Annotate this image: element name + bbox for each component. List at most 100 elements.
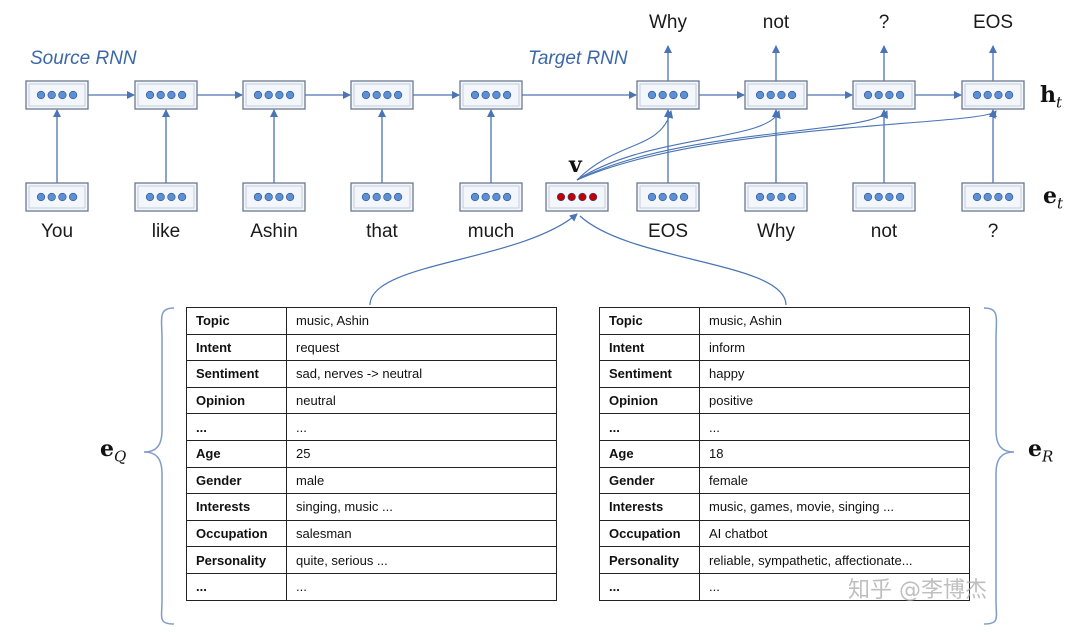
persona-vector-arrow [576,110,888,181]
source-embedding-cell-unit [36,192,46,202]
target-embedding-cell-unit [755,192,765,202]
source-hidden-cell-unit [372,90,381,100]
target-embedding-cell-unit [885,192,894,202]
persona-vector-arrow [576,110,781,181]
target-hidden-cell-unit [972,90,982,100]
table-row: ...... [186,572,557,601]
target-hidden-cell-unit [647,90,657,100]
source-embedding-cell-unit [253,192,263,202]
attribute-name-cell: Age [186,439,287,468]
source-hidden-cell-unit [156,90,165,100]
attribute-value-cell: ... [286,572,557,601]
attribute-value-cell: positive [699,386,970,415]
v-label-text: v [569,152,582,178]
source-hidden-cell-unit [47,90,56,100]
target-hidden-cell-inner [639,83,697,107]
source-embedding-cell-unit [178,192,187,202]
source-hidden-cell-unit [145,90,155,100]
source-embedding-cell-unit [275,192,284,202]
source-word-label: much [467,221,515,242]
attribute-value-cell: 18 [699,439,970,468]
target-output-label: EOS [972,12,1014,33]
attribute-name-cell: Sentiment [186,360,287,388]
source-embedding-cell [350,182,414,212]
target-embedding-cell-unit [863,192,873,202]
watermark: 知乎 @李博杰 [848,578,987,603]
attribute-name-cell: Intent [599,333,700,362]
attribute-value-cell: reliable, sympathetic, affectionate... [699,546,970,574]
source-embedding-cell-unit [361,192,371,202]
target-embedding-cell-unit [983,192,992,202]
target-embedding-cell-unit [972,192,982,202]
e-t-label-sub: t [1057,194,1064,213]
attribute-value-cell: ... [699,572,970,601]
e-q-label-sub: Q [114,447,127,466]
target-hidden-cell-unit [787,90,797,100]
source-embedding-cell-inner [28,185,86,209]
source-embedding-cell-inner [462,185,520,209]
attribute-value-cell: quite, serious ... [286,546,557,574]
target-embedding-cell-inner [639,185,697,209]
attribute-name-cell: Opinion [186,386,287,415]
source-embedding-cell-unit [481,192,490,202]
target-embedding-cell [744,182,808,212]
e-q-label-text: e [100,436,114,462]
source-embedding-cell-inner [353,185,411,209]
source-embedding-cell-unit [47,192,56,202]
response-to-v-curve [579,215,787,306]
source-hidden-cell-unit [68,90,78,100]
attribute-name-cell: ... [599,413,700,441]
target-hidden-cell [961,80,1025,110]
source-hidden-cell-unit [178,90,187,100]
source-embedding-cell-unit [286,192,295,202]
source-embedding-cell-unit [68,192,78,202]
query-to-v-curve [369,213,578,306]
v-label: v [569,152,582,178]
source-hidden-cell-unit [470,90,480,100]
target-hidden-cell-inner [747,83,805,107]
persona-vector-cell [545,182,609,212]
e-t-label-text: e [1043,183,1057,209]
target-embedding-cell-unit [874,192,883,202]
target-hidden-cell-unit [1004,90,1014,100]
source-embedding-cell-unit [167,192,176,202]
target-hidden-cell-unit [983,90,992,100]
attribute-value-cell: singing, music ... [286,493,557,521]
source-embedding-cell [459,182,523,212]
attribute-name-cell: Intent [186,333,287,362]
target-output-label: Why [649,12,687,33]
source-embedding-cell-inner [245,185,303,209]
attribute-value-cell: male [286,466,557,495]
source-hidden-cell-unit [394,90,403,100]
target-input-label: EOS [647,221,689,242]
source-hidden-cell-inner [28,83,86,107]
h-t-label-sub: t [1056,93,1063,112]
persona-vector-cell-unit [556,192,566,202]
persona-vector-cell-unit [567,192,576,202]
attribute-name-cell: ... [186,413,287,441]
source-embedding-cell-inner [137,185,195,209]
e-r-label-sub: R [1042,447,1054,466]
h-t-label-text: h [1040,82,1056,108]
target-embedding-cell-inner [964,185,1022,209]
persona-vector-arrow [576,110,997,181]
attribute-name-cell: Occupation [186,519,287,548]
source-hidden-cell-inner [353,83,411,107]
source-embedding-cell-unit [156,192,165,202]
source-embedding-cell-unit [264,192,273,202]
source-hidden-cell-unit [383,90,392,100]
target-hidden-cell-unit [658,90,667,100]
